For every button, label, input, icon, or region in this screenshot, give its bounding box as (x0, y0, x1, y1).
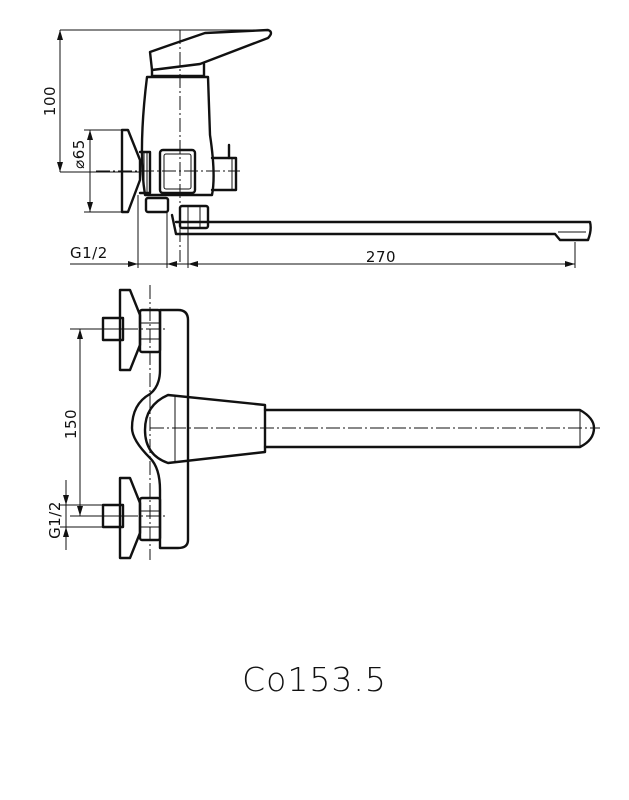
eccentric-nut (138, 150, 152, 195)
handle-lever (148, 28, 273, 72)
dim-height-label: 100 (41, 86, 59, 116)
spout (170, 213, 592, 242)
dim-spacing-label: 150 (62, 409, 80, 439)
mixer-body-front (130, 308, 190, 550)
mixer-body (140, 75, 215, 197)
front-view: 150 G1/2 (46, 285, 600, 560)
dim-spout-length-label: 270 (366, 248, 396, 266)
model-code: Co153.5 (242, 660, 387, 699)
side-view: 100 ⌀65 G1/2 270 (41, 28, 592, 268)
dim-diameter-label: ⌀65 (70, 139, 88, 169)
dim-thread-bottom-label: G1/2 (46, 501, 64, 539)
diverter-knob (210, 156, 238, 192)
dim-thread-top-label: G1/2 (70, 244, 108, 262)
